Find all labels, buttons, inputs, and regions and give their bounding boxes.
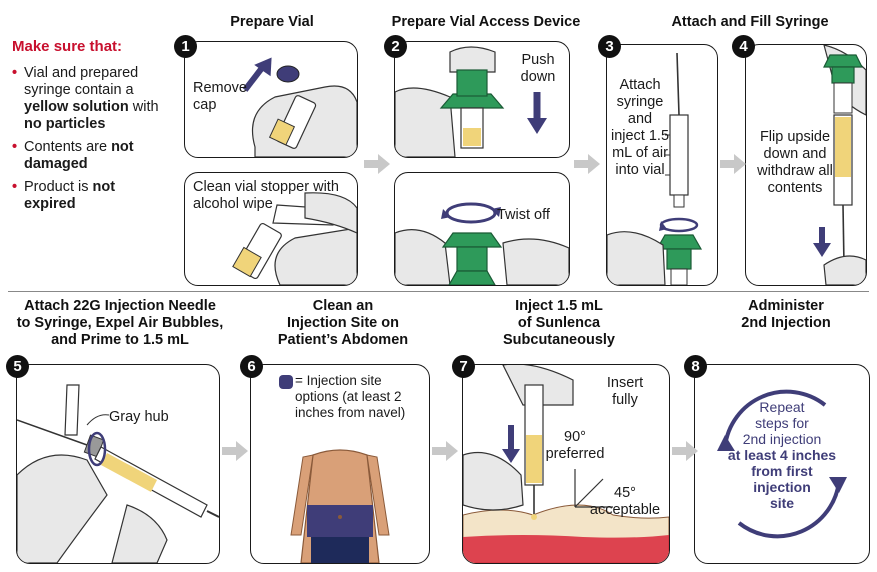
make-sure-title: Make sure that:: [12, 38, 123, 55]
step-8-text: Repeat steps for 2nd injection at least …: [727, 399, 837, 511]
step-6-number: 6: [240, 355, 263, 378]
step-3-title: Attach and Fill Syringe: [671, 14, 829, 30]
injection-site-marker-icon: [279, 375, 293, 389]
step-1-remove-cap-text: Remove cap: [193, 80, 247, 113]
arrow-right-icon: [672, 441, 698, 461]
step-4-number: 4: [732, 35, 755, 58]
inject-illustration: [463, 365, 669, 563]
gray-hub-label: Gray hub: [109, 409, 169, 425]
attach-needle-illustration: [17, 384, 219, 563]
step-2-title: Prepare Vial Access Device: [391, 14, 581, 30]
attach-syringe-illustration: [607, 52, 703, 285]
step-3-text: Attach syringe and inject 1.5 mL of air …: [610, 77, 670, 178]
arrow-right-icon: [720, 154, 746, 174]
repeat-cycle-icon: [717, 389, 847, 539]
row-divider: [8, 291, 869, 292]
step-1-panel-remove-cap: Remove cap: [184, 41, 358, 158]
step-7-panel: Insert fully 90° preferred 45° acceptabl…: [462, 364, 670, 564]
make-sure-box: Make sure that: Vial and prepared syring…: [12, 38, 170, 219]
step-5-number: 5: [6, 355, 29, 378]
step-5-panel: Gray hub: [16, 364, 220, 564]
make-sure-item: Contents are not damaged: [12, 139, 170, 173]
step-3-panel: Attach syringe and inject 1.5 mL of air …: [606, 44, 718, 286]
step-2-panel-push-down: Push down: [394, 41, 570, 158]
step-6-panel: = Injection site options (at least 2 inc…: [250, 364, 430, 564]
arrow-right-icon: [432, 441, 458, 461]
push-down-illustration: [395, 46, 547, 157]
step-2-twist-off-text: Twist off: [497, 207, 550, 223]
make-sure-item: Product is not expired: [12, 179, 170, 213]
step-2-number: 2: [384, 35, 407, 58]
step-8-panel: Repeat steps for 2nd injection at least …: [694, 364, 870, 564]
step-1-clean-stopper-text: Clean vial stopper with alcohol wipe: [193, 179, 339, 212]
step-3-number: 3: [598, 35, 621, 58]
step-7-number: 7: [452, 355, 475, 378]
make-sure-list: Vial and prepared syringe contain a yell…: [12, 65, 170, 213]
arrow-right-icon: [364, 154, 390, 174]
fortyfive-degree-text: 45° acceptable: [589, 485, 661, 518]
step-2-panel-twist-off: Twist off: [394, 172, 570, 286]
arrow-right-icon: [222, 441, 248, 461]
step-1-number: 1: [174, 35, 197, 58]
step-4-panel: Flip upside down and withdraw all conten…: [745, 44, 867, 286]
remove-cap-illustration: [242, 57, 357, 157]
step-4-text: Flip upside down and withdraw all conten…: [757, 129, 833, 196]
make-sure-item: Vial and prepared syringe contain a yell…: [12, 65, 170, 133]
flip-withdraw-illustration: [813, 45, 866, 285]
insert-fully-text: Insert fully: [606, 375, 644, 408]
step-8-number: 8: [684, 355, 707, 378]
clean-stopper-illustration: [232, 192, 357, 285]
step-2-push-down-text: Push down: [520, 52, 556, 85]
step-1-title: Prepare Vial: [230, 14, 314, 30]
ninety-degree-text: 90° preferred: [545, 429, 605, 462]
step-1-panel-clean-stopper: Clean vial stopper with alcohol wipe: [184, 172, 358, 286]
abdomen-illustration: [290, 449, 390, 563]
twist-off-illustration: [395, 202, 569, 285]
arrow-right-icon: [574, 154, 600, 174]
injection-site-legend: = Injection site options (at least 2 inc…: [295, 373, 406, 420]
